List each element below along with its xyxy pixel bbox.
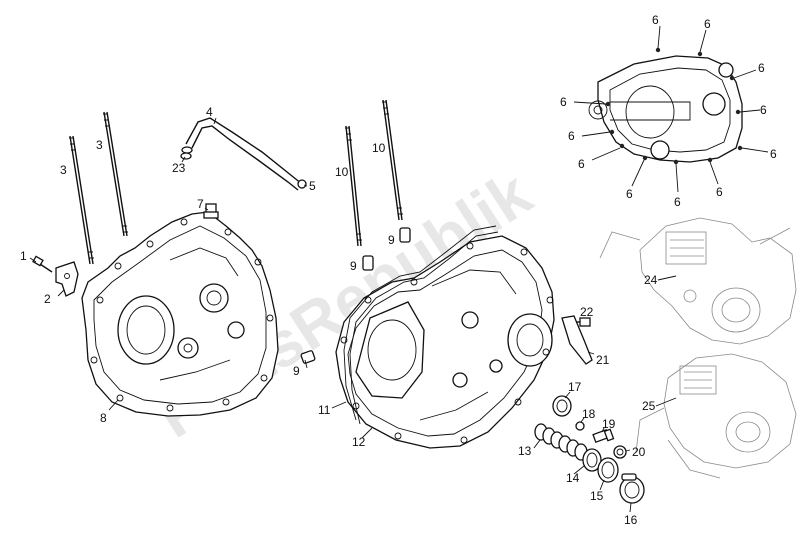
left-crankcase: [81, 211, 279, 417]
bracket: [55, 261, 79, 297]
callout-label: 24: [644, 273, 658, 287]
hose-clamp: [180, 146, 307, 189]
ball: [575, 421, 585, 431]
callout-label: 6: [758, 61, 765, 75]
callout-label: 6: [770, 147, 777, 161]
plug: [203, 203, 219, 219]
callout-label: 6: [652, 13, 659, 27]
callout-label: 9: [350, 259, 357, 273]
dowel: [300, 227, 411, 364]
callout-label: 10: [335, 165, 349, 179]
oil-seal: [552, 395, 572, 417]
callout-label: 6: [568, 129, 575, 143]
callout-label: 9: [388, 233, 395, 247]
spring: [534, 423, 588, 461]
callout-label: 25: [642, 399, 656, 413]
plate: [561, 315, 593, 365]
callout-label: 6: [704, 17, 711, 31]
callout-label: 13: [518, 444, 532, 458]
callout-label: 21: [596, 353, 610, 367]
callout-label: 3: [96, 138, 103, 152]
callout-label: 5: [309, 179, 316, 193]
callout-label: 6: [626, 187, 633, 201]
cover-bolt: [605, 47, 743, 165]
callout-label: 22: [580, 305, 594, 319]
engine-reference-lower: [635, 353, 797, 479]
callout-label: 3: [60, 163, 67, 177]
callout-label: 15: [590, 489, 604, 503]
callout-label: 6: [674, 195, 681, 209]
callout-label: 19: [602, 417, 616, 431]
callout-label: 12: [352, 435, 366, 449]
callout-label: 11: [318, 403, 331, 417]
callout-label: 17: [568, 380, 582, 394]
seal: [597, 457, 619, 483]
cap: [619, 473, 645, 504]
callout-label: 2: [44, 292, 51, 306]
callout-label: 10: [372, 141, 386, 155]
callout-label: 1: [20, 249, 27, 263]
leader-lines: [29, 25, 769, 513]
callout-label: 4: [206, 105, 213, 119]
breather-hose: [185, 117, 303, 191]
stud-right-inner: [382, 99, 403, 221]
callout-label: 6: [560, 95, 567, 109]
callout-label: 6: [760, 103, 767, 117]
callout-label: 6: [716, 185, 723, 199]
screw: [32, 255, 53, 273]
gasket: [343, 225, 499, 425]
engine-reference-upper: [599, 217, 797, 345]
side-cover: [588, 55, 743, 163]
stud-right-outer: [345, 125, 362, 247]
callout-label: 9: [293, 364, 300, 378]
callout-label: 20: [632, 445, 646, 459]
callout-label: 6: [578, 157, 585, 171]
right-crankcase: [335, 235, 555, 449]
callouts: 1 2 3 3 4 5 23 7 8 10 10 9 9 9 11 12 22 …: [20, 13, 777, 527]
screw: [592, 428, 615, 443]
stud-left-inner: [103, 111, 128, 237]
stud-left-outer: [69, 135, 94, 265]
callout-label: 8: [100, 411, 107, 425]
callout-label: 23: [172, 161, 186, 175]
callout-label: 18: [582, 407, 596, 421]
callout-label: 14: [566, 471, 580, 485]
o-ring: [613, 445, 627, 459]
callout-label: 16: [624, 513, 638, 527]
o-ring: [582, 448, 602, 472]
callout-label: 7: [197, 197, 204, 211]
